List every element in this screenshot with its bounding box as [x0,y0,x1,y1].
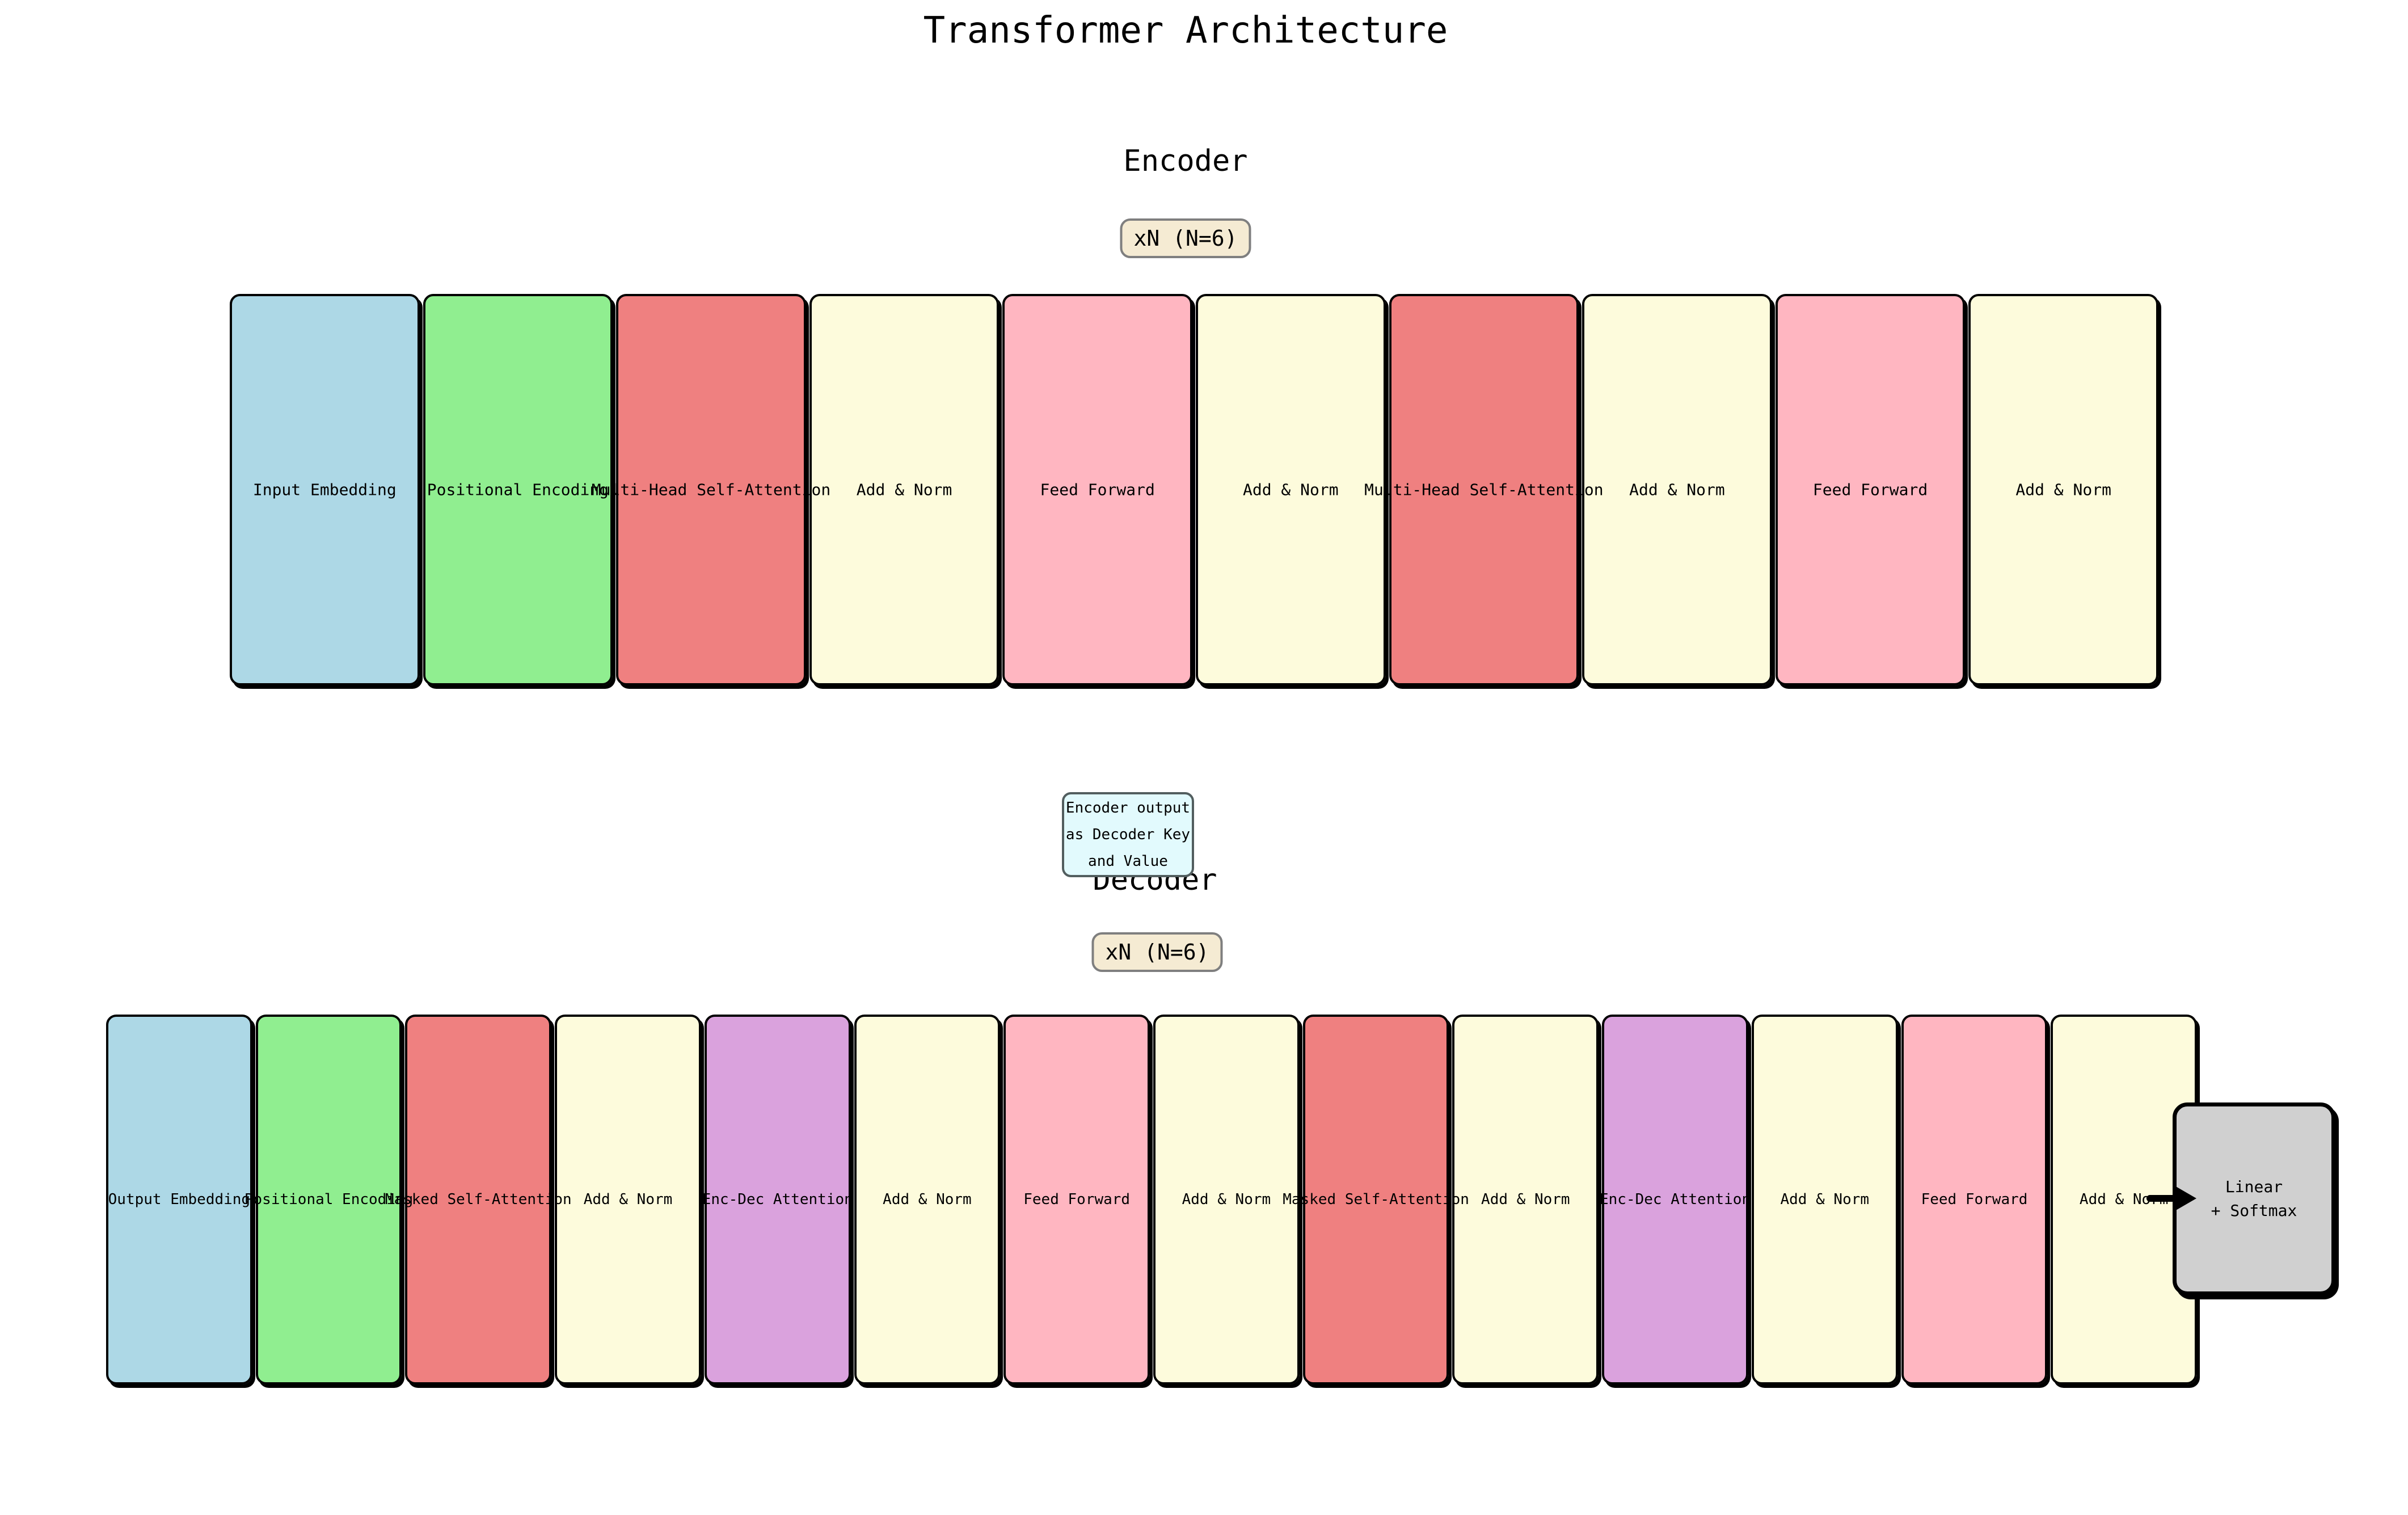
block-add-norm: Add & Norm [854,1015,1001,1384]
block-input-embedding: Input Embedding [230,294,420,685]
block-label: Multi-Head Self-Attention [591,480,831,499]
block-feed-forward: Feed Forward [1901,1015,2048,1384]
block-label: Add & Norm [883,1191,972,1208]
arrow-head-icon [2175,1186,2196,1211]
block-label: Feed Forward [1023,1191,1131,1208]
block-multi-head-self-attention: Multi-Head Self-Attention [1364,294,1604,685]
block-label: Add & Norm [1481,1191,1570,1208]
block-label: Positional Encoding [244,1191,414,1208]
block-add-norm: Add & Norm [1968,294,2158,685]
block-label: Add & Norm [2015,480,2111,499]
block-feed-forward: Feed Forward [1003,1015,1150,1384]
page-title: Transformer Architecture [923,10,1448,52]
linear-softmax-block: Linear + Softmax [2173,1102,2335,1295]
block-positional-encoding: Positional Encoding [244,1015,413,1384]
block-label: Add & Norm [1242,480,1339,499]
block-label: Enc-Dec Attention [702,1191,853,1208]
block-add-norm: Add & Norm [1751,1015,1898,1384]
block-label: Enc-Dec Attention [1599,1191,1751,1208]
block-label: Add & Norm [583,1191,673,1208]
block-label: Feed Forward [1040,480,1155,499]
note-line: Encoder output [1065,799,1191,817]
block-label: Multi-Head Self-Attention [1364,480,1604,499]
decoder-repeat-badge: xN (N=6) [1091,932,1223,972]
block-label: Output Embedding [108,1191,251,1208]
block-enc-dec-attention: Enc-Dec Attention [702,1015,853,1384]
block-label: Input Embedding [252,480,397,499]
output-block-line: Linear [2225,1177,2283,1196]
block-positional-encoding: Positional Encoding [423,294,613,685]
note-line: as Decoder Key [1065,826,1191,843]
block-label: Positional Encoding [427,480,609,499]
block-multi-head-self-attention: Multi-Head Self-Attention [592,294,830,685]
output-block-line: + Softmax [2211,1201,2297,1220]
block-feed-forward: Feed Forward [1775,294,1966,685]
note-line: and Value [1088,852,1168,870]
encoder-repeat-badge: xN (N=6) [1120,218,1251,258]
encoder-output-note: Encoder output as Decoder Key and Value [1062,792,1194,877]
block-add-norm: Add & Norm [1195,294,1386,685]
block-label: Masked Self-Attention [385,1191,572,1208]
block-label: Feed Forward [1921,1191,2028,1208]
block-add-norm: Add & Norm [1582,294,1772,685]
block-masked-self-attention: Masked Self-Attention [385,1015,572,1384]
arrow-line [2146,1195,2177,1202]
block-enc-dec-attention: Enc-Dec Attention [1599,1015,1751,1384]
encoder-heading: Encoder [1123,144,1248,178]
block-label: Masked Self-Attention [1283,1191,1469,1208]
block-output-embedding: Output Embedding [106,1015,252,1384]
block-add-norm: Add & Norm [1153,1015,1300,1384]
block-feed-forward: Feed Forward [1002,294,1192,685]
block-label: Add & Norm [1780,1191,1870,1208]
block-add-norm: Add & Norm [1452,1015,1599,1384]
block-add-norm: Add & Norm [809,294,1000,685]
block-label: Add & Norm [856,480,952,499]
block-label: Feed Forward [1812,480,1928,499]
block-label: Add & Norm [1629,480,1725,499]
block-masked-self-attention: Masked Self-Attention [1283,1015,1469,1384]
block-label: Add & Norm [1182,1191,1271,1208]
block-add-norm: Add & Norm [555,1015,701,1384]
